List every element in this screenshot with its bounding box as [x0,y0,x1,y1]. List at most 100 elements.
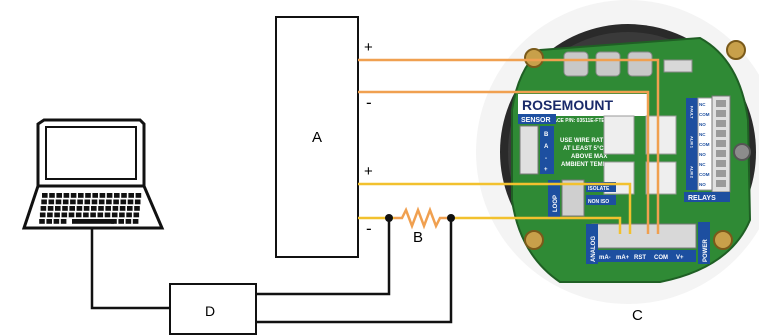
key-icon [55,206,61,211]
relay-screw-icon [716,160,726,167]
relay-pin-label: NC [699,102,706,107]
analog-title: ANALOG [591,236,597,262]
polarity-minus-top: - [366,93,372,112]
key-icon [62,199,69,205]
bottom-terminal-label: V+ [676,255,684,261]
warning-line-2: AT LEAST 5°C [563,146,604,152]
key-icon [83,206,90,211]
screw-icon [726,40,746,60]
screw-icon [524,230,544,250]
loop-isolate: ISOLATE [588,186,610,192]
key-icon [113,199,119,205]
brand-plate [518,94,648,116]
relay-group: ALM 2 [690,166,695,179]
relay-groups-bg [686,98,698,190]
key-icon [70,193,77,198]
relay-group: ALM 1 [690,136,695,149]
sensor-title: SENSOR [521,117,551,124]
relays-title: RELAYS [688,195,716,202]
box-d-label: D [205,303,215,319]
key-icon [78,193,84,198]
key-icon [106,193,113,198]
power-title: POWER [703,239,709,262]
wire-black-tap-2 [256,218,453,324]
bottom-terminal [591,223,697,249]
terminal-labels-bg [598,250,696,262]
key-icon [85,193,91,198]
wire-yellow-minus-b [450,216,622,234]
key-icon [125,219,132,224]
key-icon [119,206,126,211]
loop-title-bg [548,180,560,218]
key-icon [104,212,111,218]
relay-screw-icon [716,100,726,107]
relay-pin-label: NO [699,122,706,127]
key-icon [121,193,127,198]
key-icon [61,212,68,218]
key-icon [47,212,53,218]
key-icon [62,206,68,211]
key-icon [126,212,132,218]
key-icon [120,199,127,205]
key-icon [83,212,89,218]
key-icon [76,206,83,211]
analog-title-bg [586,224,598,264]
bottom-terminal-label: COM [654,255,668,261]
key-icon [46,219,52,224]
key-icon [48,199,55,205]
key-icon [54,212,60,218]
top-buttons [563,51,693,77]
loop-non-iso: NON ISO [588,199,609,205]
key-icon [68,212,75,218]
relay-screw-icon [716,150,726,157]
bottom-terminal-label: mA+ [616,255,630,261]
key-icon [70,199,76,205]
key-icon [91,206,97,211]
polarity-plus-top: + [364,39,373,56]
power-title-bg [698,222,710,264]
relays-title-bg [684,192,730,202]
key-icon [106,199,112,205]
key-icon [99,193,106,198]
relay-screw-icon [716,110,726,117]
relay-screw-icon [716,120,726,127]
wire-yellow-plus [358,182,632,234]
key-icon [63,193,70,198]
key-icon [134,199,141,205]
relay-modules [603,115,677,195]
brand-text: ROSEMOUNT [522,97,613,113]
replace-text: REPLACE P/N: 03511E-FTE [540,118,605,124]
relay-screw-icon [716,140,726,147]
relay-pin-label: COM [699,112,710,117]
key-icon [98,199,105,205]
key-icon [98,206,104,211]
sensor-title-bg [518,114,556,124]
box-a [275,16,359,258]
polarity-plus-bottom: + [364,163,373,180]
screw-icon [524,48,544,68]
relay-screw-icon [716,130,726,137]
sensor-block: SENSOR B A - + [518,114,556,175]
loop-non-iso-bg [586,195,616,205]
key-icon [47,206,54,211]
key-icon [91,199,98,205]
key-icon [55,199,62,205]
relay-module [645,161,677,195]
warning-line-4: AMBIENT TEMP [561,162,607,168]
key-icon [132,219,139,224]
warning-line-3: ABOVE MAX [571,154,607,160]
relay-group: FAULT [690,106,695,119]
loop-title: LOOP [553,195,559,212]
relay-module [645,115,677,155]
sensor-pin: B [544,132,549,138]
relay-pin-label: NO [699,182,706,187]
key-icon [127,206,133,211]
bottom-terminal-label: mA- [599,255,611,261]
screw-icon [713,230,733,250]
relay-pin-label: COM [699,142,710,147]
spacebar-icon [72,219,114,224]
key-icon [114,193,120,198]
warning-line-1: USE WIRE RATED [560,138,612,144]
